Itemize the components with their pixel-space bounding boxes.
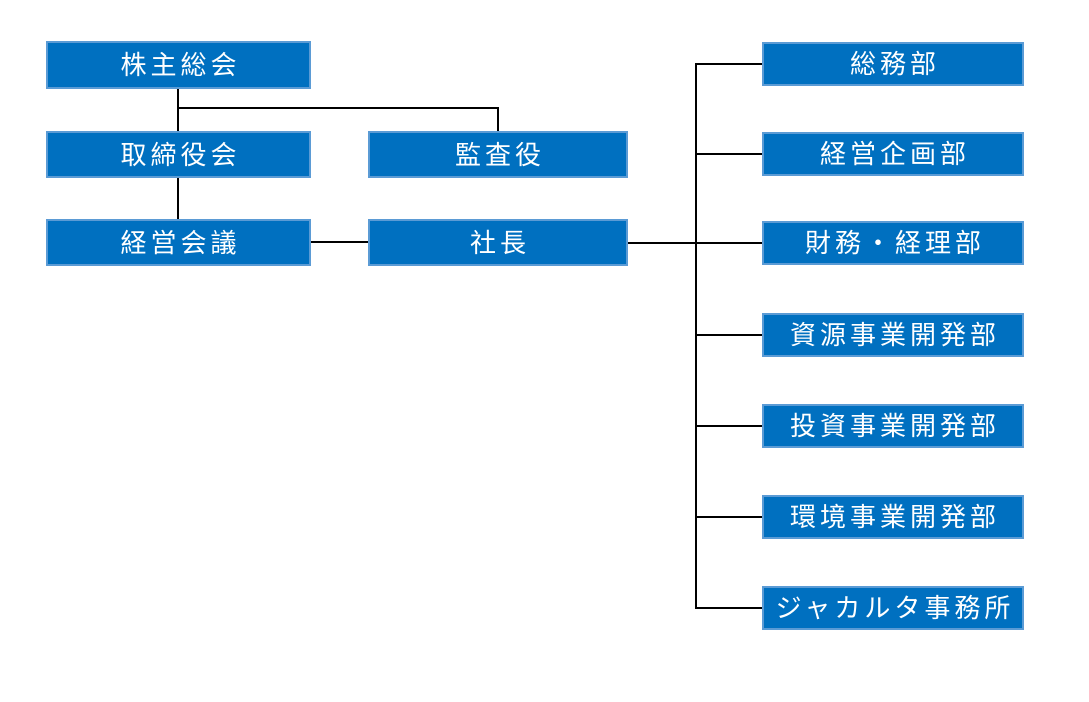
connector-management-president — [311, 241, 368, 243]
org-node-president: 社長 — [368, 219, 628, 266]
connector-stub-corporate-planning — [695, 153, 762, 155]
org-node-dept-environment-business-dev: 環境事業開発部 — [762, 495, 1024, 539]
org-node-shareholders-meeting: 株主総会 — [46, 41, 311, 89]
connector-stub-investment-business — [695, 425, 762, 427]
org-node-label: 資源事業開発部 — [789, 320, 1000, 350]
org-node-label: 環境事業開発部 — [789, 502, 1000, 532]
org-node-dept-general-affairs: 総務部 — [762, 42, 1024, 86]
org-node-label: 経営会議 — [120, 227, 241, 258]
org-node-dept-resource-business-dev: 資源事業開発部 — [762, 313, 1024, 357]
org-node-label: 総務部 — [849, 49, 940, 79]
org-node-label: 株主総会 — [120, 50, 241, 80]
connector-shareholders-board — [177, 89, 179, 131]
org-node-label: ジャカルタ事務所 — [775, 593, 1015, 623]
org-node-label: 社長 — [469, 227, 530, 258]
org-node-dept-corporate-planning: 経営企画部 — [762, 132, 1024, 176]
connector-board-management — [177, 178, 179, 219]
org-node-board-of-directors: 取締役会 — [46, 131, 311, 178]
org-node-label: 取締役会 — [120, 139, 241, 170]
org-node-management-meeting: 経営会議 — [46, 219, 311, 266]
connector-trunk — [695, 63, 697, 609]
org-node-jakarta-office: ジャカルタ事務所 — [762, 586, 1024, 630]
connector-shareholders-auditor-h — [177, 107, 499, 109]
org-node-label: 財務・経理部 — [804, 228, 985, 258]
org-node-label: 経営企画部 — [819, 139, 970, 169]
org-node-dept-finance-accounting: 財務・経理部 — [762, 221, 1024, 265]
connector-auditor-drop — [497, 107, 499, 131]
connector-stub-general-affairs — [695, 63, 762, 65]
connector-stub-jakarta-office — [695, 607, 762, 609]
org-node-dept-investment-business-dev: 投資事業開発部 — [762, 404, 1024, 448]
org-node-auditor: 監査役 — [368, 131, 628, 178]
org-node-label: 投資事業開発部 — [789, 411, 1000, 441]
connector-stub-environment-business — [695, 516, 762, 518]
org-node-label: 監査役 — [454, 139, 545, 170]
connector-stub-resource-business — [695, 334, 762, 336]
